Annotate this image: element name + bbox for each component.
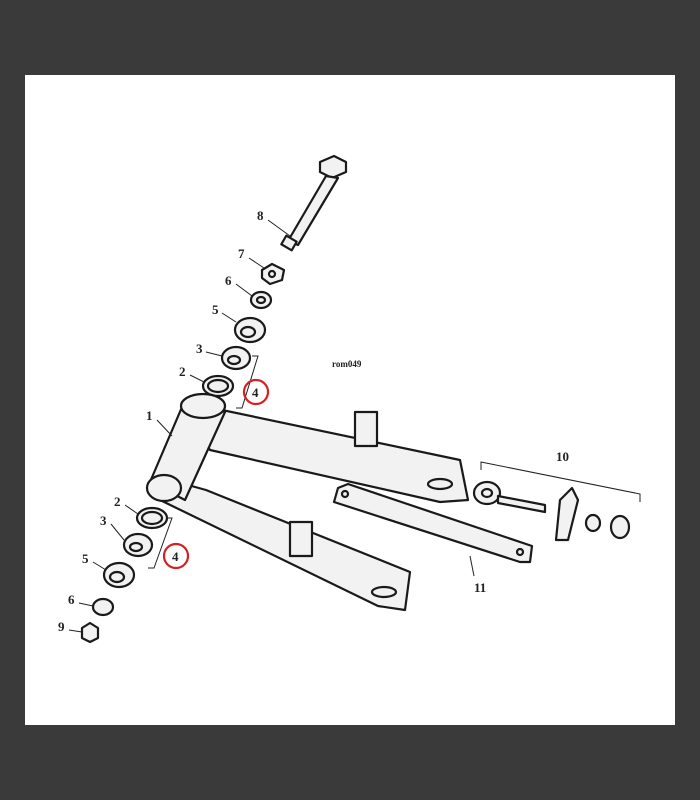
callout-2: 2: [114, 494, 121, 509]
axle-bolt: [280, 154, 348, 252]
torque-link: [332, 482, 534, 564]
diagram-code: rom049: [332, 359, 362, 369]
callout-3: 3: [100, 513, 107, 528]
callout-4: 4: [172, 549, 179, 564]
callout-8: 8: [257, 208, 264, 223]
nut: [80, 621, 100, 644]
callout-5: 5: [212, 302, 219, 317]
callout-10: 10: [556, 449, 569, 464]
diagram-panel: [25, 75, 675, 725]
washer-bottom: [91, 597, 115, 617]
callout-7: 7: [238, 246, 245, 261]
callout-5: 5: [82, 551, 89, 566]
callout-1: 1: [146, 408, 153, 423]
callout-11: 11: [474, 580, 486, 595]
callout-6: 6: [225, 273, 232, 288]
rod-end-kit: [472, 480, 631, 542]
lock-plate: [260, 262, 286, 286]
highlight-circle-4-top: [242, 378, 270, 406]
callout-6: 6: [68, 592, 75, 607]
callout-9: 9: [58, 619, 65, 634]
callout-2: 2: [179, 364, 186, 379]
highlight-circle-4-bottom: [162, 542, 190, 570]
callout-4: 4: [252, 385, 259, 400]
callout-3: 3: [196, 341, 203, 356]
swingarm: [145, 392, 470, 612]
